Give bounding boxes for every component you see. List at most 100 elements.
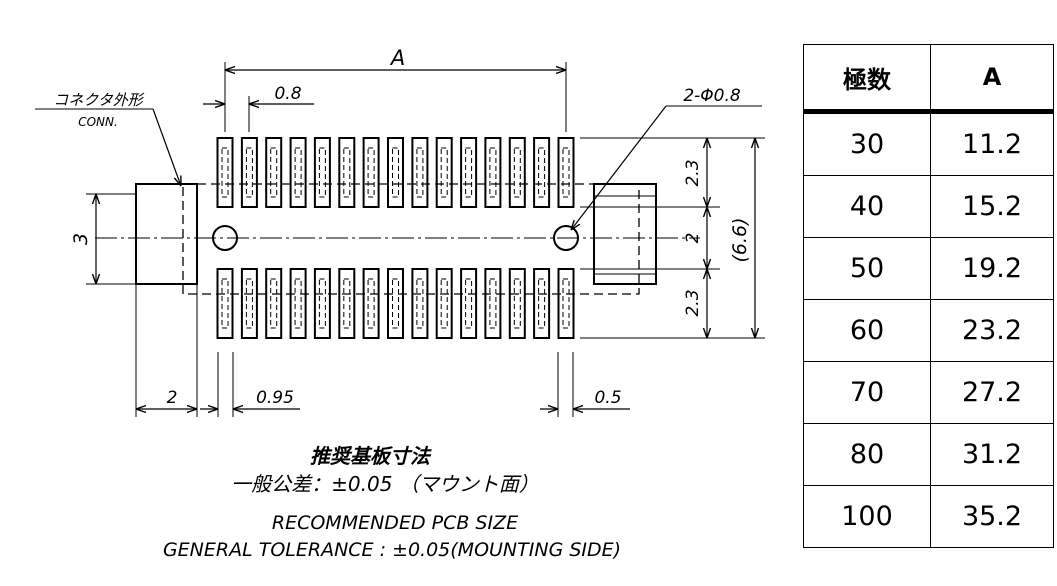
terminal-outline	[270, 278, 278, 329]
pin-count-table: 極数 A 30 11.2 40 15.2 50 19.2 60 23.2 70 …	[803, 44, 1054, 548]
header-pin-count: 極数	[803, 44, 931, 114]
pcb-pad	[265, 137, 283, 208]
terminal-outline	[367, 147, 375, 198]
conn-label-jp: コネクタ外形	[53, 91, 144, 109]
terminal-outline	[465, 147, 473, 198]
terminal-outline	[221, 278, 229, 329]
dim-left-2-label: 2	[167, 388, 178, 408]
terminal-outline	[245, 147, 253, 198]
dim-23-top-label: 2.3	[683, 159, 703, 186]
pcb-pad	[289, 268, 307, 339]
pcb-pad	[265, 268, 283, 339]
pcb-pad	[240, 268, 258, 339]
table-header-row: 極数 A	[803, 44, 1054, 114]
dim-66-label: (6.6)	[729, 217, 751, 262]
terminal-outline	[489, 278, 497, 329]
cell-a-value: 11.2	[930, 111, 1054, 176]
dim-095-label: 0.95	[256, 388, 294, 408]
terminal-outline	[538, 147, 546, 198]
terminal-outline	[343, 278, 351, 329]
pcb-pad	[216, 268, 234, 339]
caption-jp-title: 推奨基板寸法	[310, 444, 432, 468]
pcb-pad	[313, 268, 331, 339]
cell-pin-count: 80	[803, 423, 931, 486]
table-row: 100 35.2	[803, 485, 1054, 548]
pcb-footprint-drawing: A 0.8 コネクタ外形 CONN. 2-Φ0.8 3 2.3 2 2.3 (6…	[35, 46, 765, 561]
dim-pitch-label: 0.8	[274, 84, 301, 104]
header-a: A	[930, 44, 1054, 114]
connector-outline	[182, 183, 640, 295]
cell-a-value: 19.2	[930, 237, 1054, 300]
dim-23-bottom-label: 2.3	[683, 289, 703, 316]
terminal-outline	[392, 278, 399, 329]
dim-3-label: 3	[70, 233, 92, 245]
cell-pin-count: 70	[803, 361, 931, 424]
pcb-pad	[387, 137, 404, 208]
pcb-pad	[484, 137, 502, 208]
table-row: 40 15.2	[803, 175, 1054, 238]
pcb-pad	[216, 137, 234, 208]
pcb-pad	[460, 137, 478, 208]
table-row: 70 27.2	[803, 361, 1054, 424]
left-mount-pad	[135, 183, 198, 285]
terminal-outline	[294, 147, 302, 198]
pcb-pad	[557, 137, 575, 208]
terminal-outline	[270, 147, 278, 198]
terminal-outline	[245, 278, 253, 329]
pcb-pad	[411, 137, 429, 208]
dim-a-label: A	[389, 46, 405, 70]
table-row: 50 19.2	[803, 237, 1054, 300]
pcb-pad	[362, 268, 380, 339]
terminal-outline	[513, 278, 521, 329]
table-row: 60 23.2	[803, 299, 1054, 362]
pcb-pad	[338, 137, 356, 208]
pcb-pad	[313, 137, 331, 208]
pcb-pad	[557, 268, 575, 339]
conn-leader-line	[152, 108, 181, 186]
pcb-pad	[362, 137, 380, 208]
terminal-outline	[294, 278, 302, 329]
caption-en-title: RECOMMENDED PCB SIZE	[272, 512, 518, 534]
cell-pin-count: 30	[803, 111, 931, 176]
cell-a-value: 27.2	[930, 361, 1054, 424]
terminal-outline	[538, 278, 546, 329]
pcb-pad	[508, 268, 526, 339]
hole-leader-line	[571, 105, 667, 230]
pcb-pad	[411, 268, 429, 339]
terminal-outline	[562, 147, 570, 198]
pcb-pad	[460, 268, 478, 339]
right-mount-pad	[593, 183, 657, 285]
cell-a-value: 35.2	[930, 485, 1054, 548]
cell-a-value: 23.2	[930, 299, 1054, 362]
pcb-pad	[387, 268, 404, 339]
pcb-pad	[289, 137, 307, 208]
terminal-outline	[343, 147, 351, 198]
cell-a-value: 31.2	[930, 423, 1054, 486]
top-pad-row	[216, 137, 575, 208]
terminal-outline	[440, 278, 448, 329]
table-row: 80 31.2	[803, 423, 1054, 486]
pcb-pad	[533, 268, 551, 339]
terminal-outline	[416, 147, 424, 198]
terminal-outline	[562, 278, 570, 329]
pcb-pad	[484, 268, 502, 339]
terminal-outline	[416, 278, 424, 329]
cell-pin-count: 40	[803, 175, 931, 238]
caption-jp-tolerance: 一般公差：±0.05 （マウント面）	[231, 472, 539, 496]
terminal-outline	[513, 147, 521, 198]
hole-label: 2-Φ0.8	[683, 86, 741, 106]
terminal-outline	[318, 147, 326, 198]
terminal-outline	[221, 147, 229, 198]
pcb-pad	[240, 137, 258, 208]
cell-pin-count: 50	[803, 237, 931, 300]
terminal-outline	[465, 278, 473, 329]
bottom-pad-row	[216, 268, 575, 339]
terminal-outline	[489, 147, 497, 198]
dim-2-center-label: 2	[683, 233, 703, 244]
dim-05-label: 0.5	[594, 388, 621, 408]
terminal-outline	[392, 147, 399, 198]
caption-en-tolerance: GENERAL TOLERANCE : ±0.05(MOUNTING SIDE)	[163, 539, 621, 561]
terminal-outline	[367, 278, 375, 329]
cell-pin-count: 60	[803, 299, 931, 362]
cell-a-value: 15.2	[930, 175, 1054, 238]
